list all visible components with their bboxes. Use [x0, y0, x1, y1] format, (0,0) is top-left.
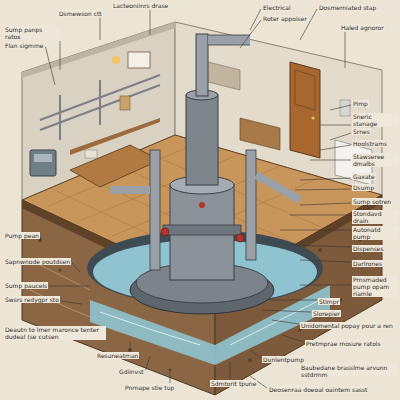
leader-line	[320, 145, 351, 150]
callout-label: Darlrones	[352, 260, 383, 267]
callout-label: Gdiinvst	[118, 368, 145, 375]
leader-line	[130, 342, 131, 351]
callout-label: Sump sotren	[352, 198, 392, 205]
callout-label: Sneric stanage	[352, 113, 398, 127]
callout-label: Autonatd pump	[352, 226, 398, 240]
callout-label: Gaxate	[352, 173, 376, 180]
leader-line	[282, 335, 304, 342]
callout-label: Deautn to lmer maronce tenter dudeal (se…	[4, 326, 106, 340]
callout-label: Pnrnape stie tup	[124, 384, 175, 391]
leader-line	[60, 41, 61, 70]
callout-label: Sdmtorit tpune	[210, 380, 257, 387]
leader-line	[230, 362, 231, 379]
leader-line	[300, 9, 317, 40]
callout-label: Hoolstrams	[352, 140, 388, 147]
callout-label: Sump panps ratox	[4, 26, 60, 40]
callout-label: Unidomental popay pour a ren	[300, 322, 394, 329]
leader-line	[295, 189, 351, 190]
leader-line	[250, 350, 261, 358]
callout-label: Dispenses	[352, 245, 385, 252]
leader-line	[300, 285, 351, 286]
callout-label: Stawseree dmalbs	[352, 153, 398, 167]
leader-line	[170, 372, 171, 383]
leader-line	[61, 301, 82, 304]
leader-line	[270, 300, 317, 301]
callout-label: Stondavd drain	[352, 210, 398, 224]
leader-line	[146, 356, 150, 370]
callout-label: Srnes	[352, 128, 371, 135]
leader-line	[320, 125, 351, 126]
leader-line	[72, 263, 80, 272]
callout-label: Dsmewson ctt	[58, 10, 103, 17]
callout-label: Deosenraa doeoal oaintem sasst	[268, 386, 368, 393]
leader-line	[300, 178, 351, 180]
callout-label: Stimpr	[318, 298, 340, 305]
callout-label: Baubedane brasslme arvunn sstdrmm	[300, 364, 398, 378]
leader-line	[240, 20, 261, 48]
callout-label: Sapnwnode poutdsen	[4, 258, 71, 265]
leader-line	[262, 310, 311, 312]
leader-line	[300, 260, 351, 262]
callout-label: Haled agnoror	[340, 24, 385, 31]
callout-label: Swsrs redygpr sto	[4, 296, 60, 303]
callout-label: Electrical	[262, 4, 292, 11]
callout-label: Dosmerniated stap	[318, 4, 377, 11]
leader-line	[345, 32, 346, 68]
leader-line	[330, 105, 351, 110]
leader-line	[100, 18, 101, 40]
leader-line	[280, 230, 351, 231]
callout-label: Flan sigmme	[4, 42, 45, 49]
leader-line	[150, 10, 151, 35]
callout-label: Roter appoiser	[262, 15, 308, 22]
callout-label: Dunlentpump	[262, 356, 305, 363]
callout-label: Pump pean	[4, 232, 40, 239]
leader-line	[310, 160, 351, 161]
callout-label: Sump paucels	[4, 282, 48, 289]
callout-label: Slorepier	[312, 310, 341, 317]
callout-label: Dsump	[352, 184, 375, 191]
leader-line	[330, 133, 351, 140]
callout-label: Pretmprae mosure ratols	[305, 340, 382, 347]
callout-label: Pimp	[352, 100, 369, 107]
leader-line	[46, 47, 56, 85]
leader-line	[272, 320, 299, 324]
callout-label: Resuneatman	[96, 352, 139, 359]
leader-line	[290, 245, 351, 247]
callout-label: Lacteoniinrs drase	[112, 2, 169, 9]
callout-label: Prnsmaded pump opam riamle	[352, 276, 398, 297]
leader-line	[290, 215, 351, 216]
leader-line	[49, 286, 90, 287]
leader-line	[300, 203, 351, 205]
